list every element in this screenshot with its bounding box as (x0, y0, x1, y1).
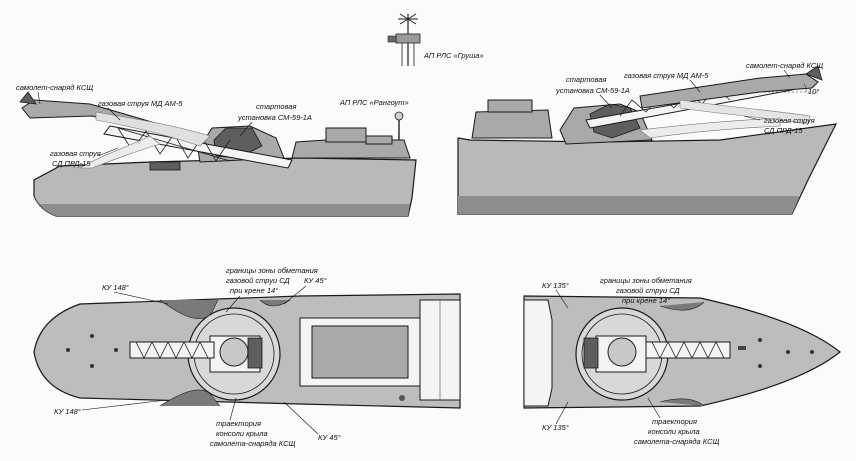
traj-left-label-3: самолета-снаряда КСЩ (210, 439, 296, 448)
right-side-view (457, 65, 838, 215)
zone-right-label-3: при крене 14° (622, 296, 670, 305)
ku135-bottom-label: КУ 135° (542, 423, 569, 432)
zone-left-label-2: газовой струи СД (226, 276, 290, 285)
traj-right-label-2: консоли крыла (648, 427, 700, 436)
jet-sd-left-label-1: газовая струя (50, 149, 101, 158)
jet-sd-right-label-1: газовая струя (764, 116, 815, 125)
traj-right-label-1: траектория (652, 417, 697, 426)
zone-right-label-1: границы зоны обметания (600, 276, 692, 285)
radar-rangout-label: АП РЛС «Рангоут» (339, 98, 409, 107)
missile-left-label: самолет-снаряд КСЩ (16, 83, 93, 92)
traj-right-label-3: самолета-снаряда КСЩ (634, 437, 720, 446)
ku148-top-label: КУ 148° (102, 283, 129, 292)
jet-sd-left-label-2: СД ПРД-15 (52, 159, 91, 168)
jet-md-right-label: газовая струя МД АМ-5 (624, 71, 709, 80)
launcher-left-label-1: стартовая (256, 102, 297, 111)
radar-grush-label: АП РЛС «Груша» (423, 51, 484, 60)
zone-left-label-3: при крене 14° (230, 286, 278, 295)
angle-10-label: 10° (808, 87, 819, 96)
ku45-bottom-label: КУ 45° (318, 433, 341, 442)
jet-md-left-label: газовая струя МД АМ-5 (98, 99, 183, 108)
launcher-left-label-2: установка СМ-59-1А (237, 113, 312, 122)
traj-left-label-2: консоли крыла (216, 429, 268, 438)
ku45-top-label: КУ 45° (304, 276, 327, 285)
ku135-top-label: КУ 135° (542, 281, 569, 290)
zone-right-label-2: газовой струи СД (616, 286, 680, 295)
ku148-bottom-label: КУ 148° (54, 407, 81, 416)
zone-left-label-1: границы зоны обметания (226, 266, 318, 275)
missile-right-label: самолет-снаряд КСЩ (746, 61, 823, 70)
launcher-right-label-1: стартовая (566, 75, 607, 84)
radar-grush-icon (387, 13, 421, 66)
launcher-right-label-2: установка СМ-59-1А (555, 86, 630, 95)
right-plan-view (523, 295, 841, 409)
left-plan-view (33, 293, 461, 409)
traj-left-label-1: траектория (216, 419, 261, 428)
left-side-view (19, 91, 417, 217)
jet-sd-right-label-2: СД ПРД-15 (764, 126, 803, 135)
